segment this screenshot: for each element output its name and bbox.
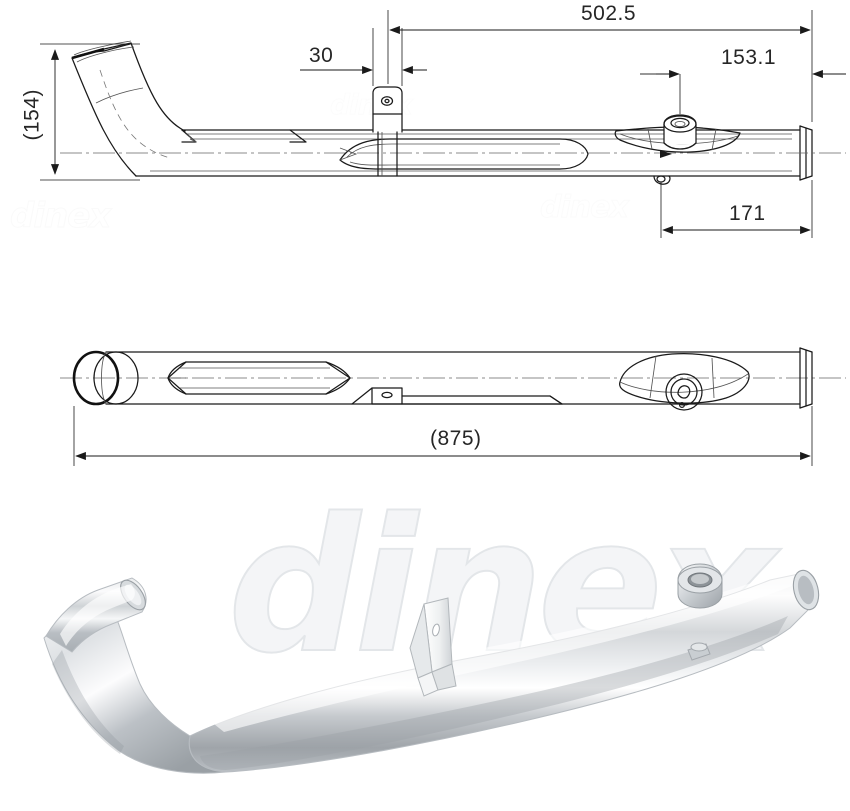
render-elbow-shade: [52, 650, 124, 754]
top-sensor-boss: [619, 353, 750, 411]
dimension-label-length-502: 502.5: [581, 2, 637, 25]
top-plan-view: [60, 347, 846, 466]
render-elbow: [43, 595, 227, 774]
dimension-label-length-153: 153.1: [721, 46, 777, 69]
side-elevation-view: [40, 10, 846, 238]
side-right-seam: [289, 129, 307, 143]
side-oval-panel: [339, 138, 589, 170]
dimension-label-offset-30: 30: [309, 44, 334, 67]
product-3d-render: [43, 563, 820, 774]
render-small-boss: [687, 642, 711, 661]
dimension-label-overall-875: (875): [430, 427, 482, 450]
render-elbow-highlight: [60, 584, 135, 646]
side-dimension-lines: [40, 10, 846, 238]
dimension-label-height-154: (154): [20, 88, 44, 141]
side-main-body: [60, 125, 846, 181]
side-transition-seam: [181, 129, 197, 143]
render-barrel-shade: [200, 616, 788, 770]
side-elbow: [71, 40, 186, 177]
side-sensor-boss: [614, 114, 741, 185]
render-mounting-bracket: [409, 597, 457, 697]
render-sensor-boss: [677, 563, 723, 609]
top-oval-panel: [167, 361, 351, 395]
top-dimension-lines: [73, 406, 813, 466]
top-bracket-tab: [351, 387, 403, 405]
dimension-label-length-171: 171: [729, 202, 766, 225]
top-pipe-end: [72, 350, 139, 406]
render-outlet-bore: [797, 575, 815, 605]
render-barrel-highlight: [214, 570, 799, 732]
top-taper-seam: [401, 395, 563, 405]
side-mounting-bracket: [372, 86, 403, 177]
